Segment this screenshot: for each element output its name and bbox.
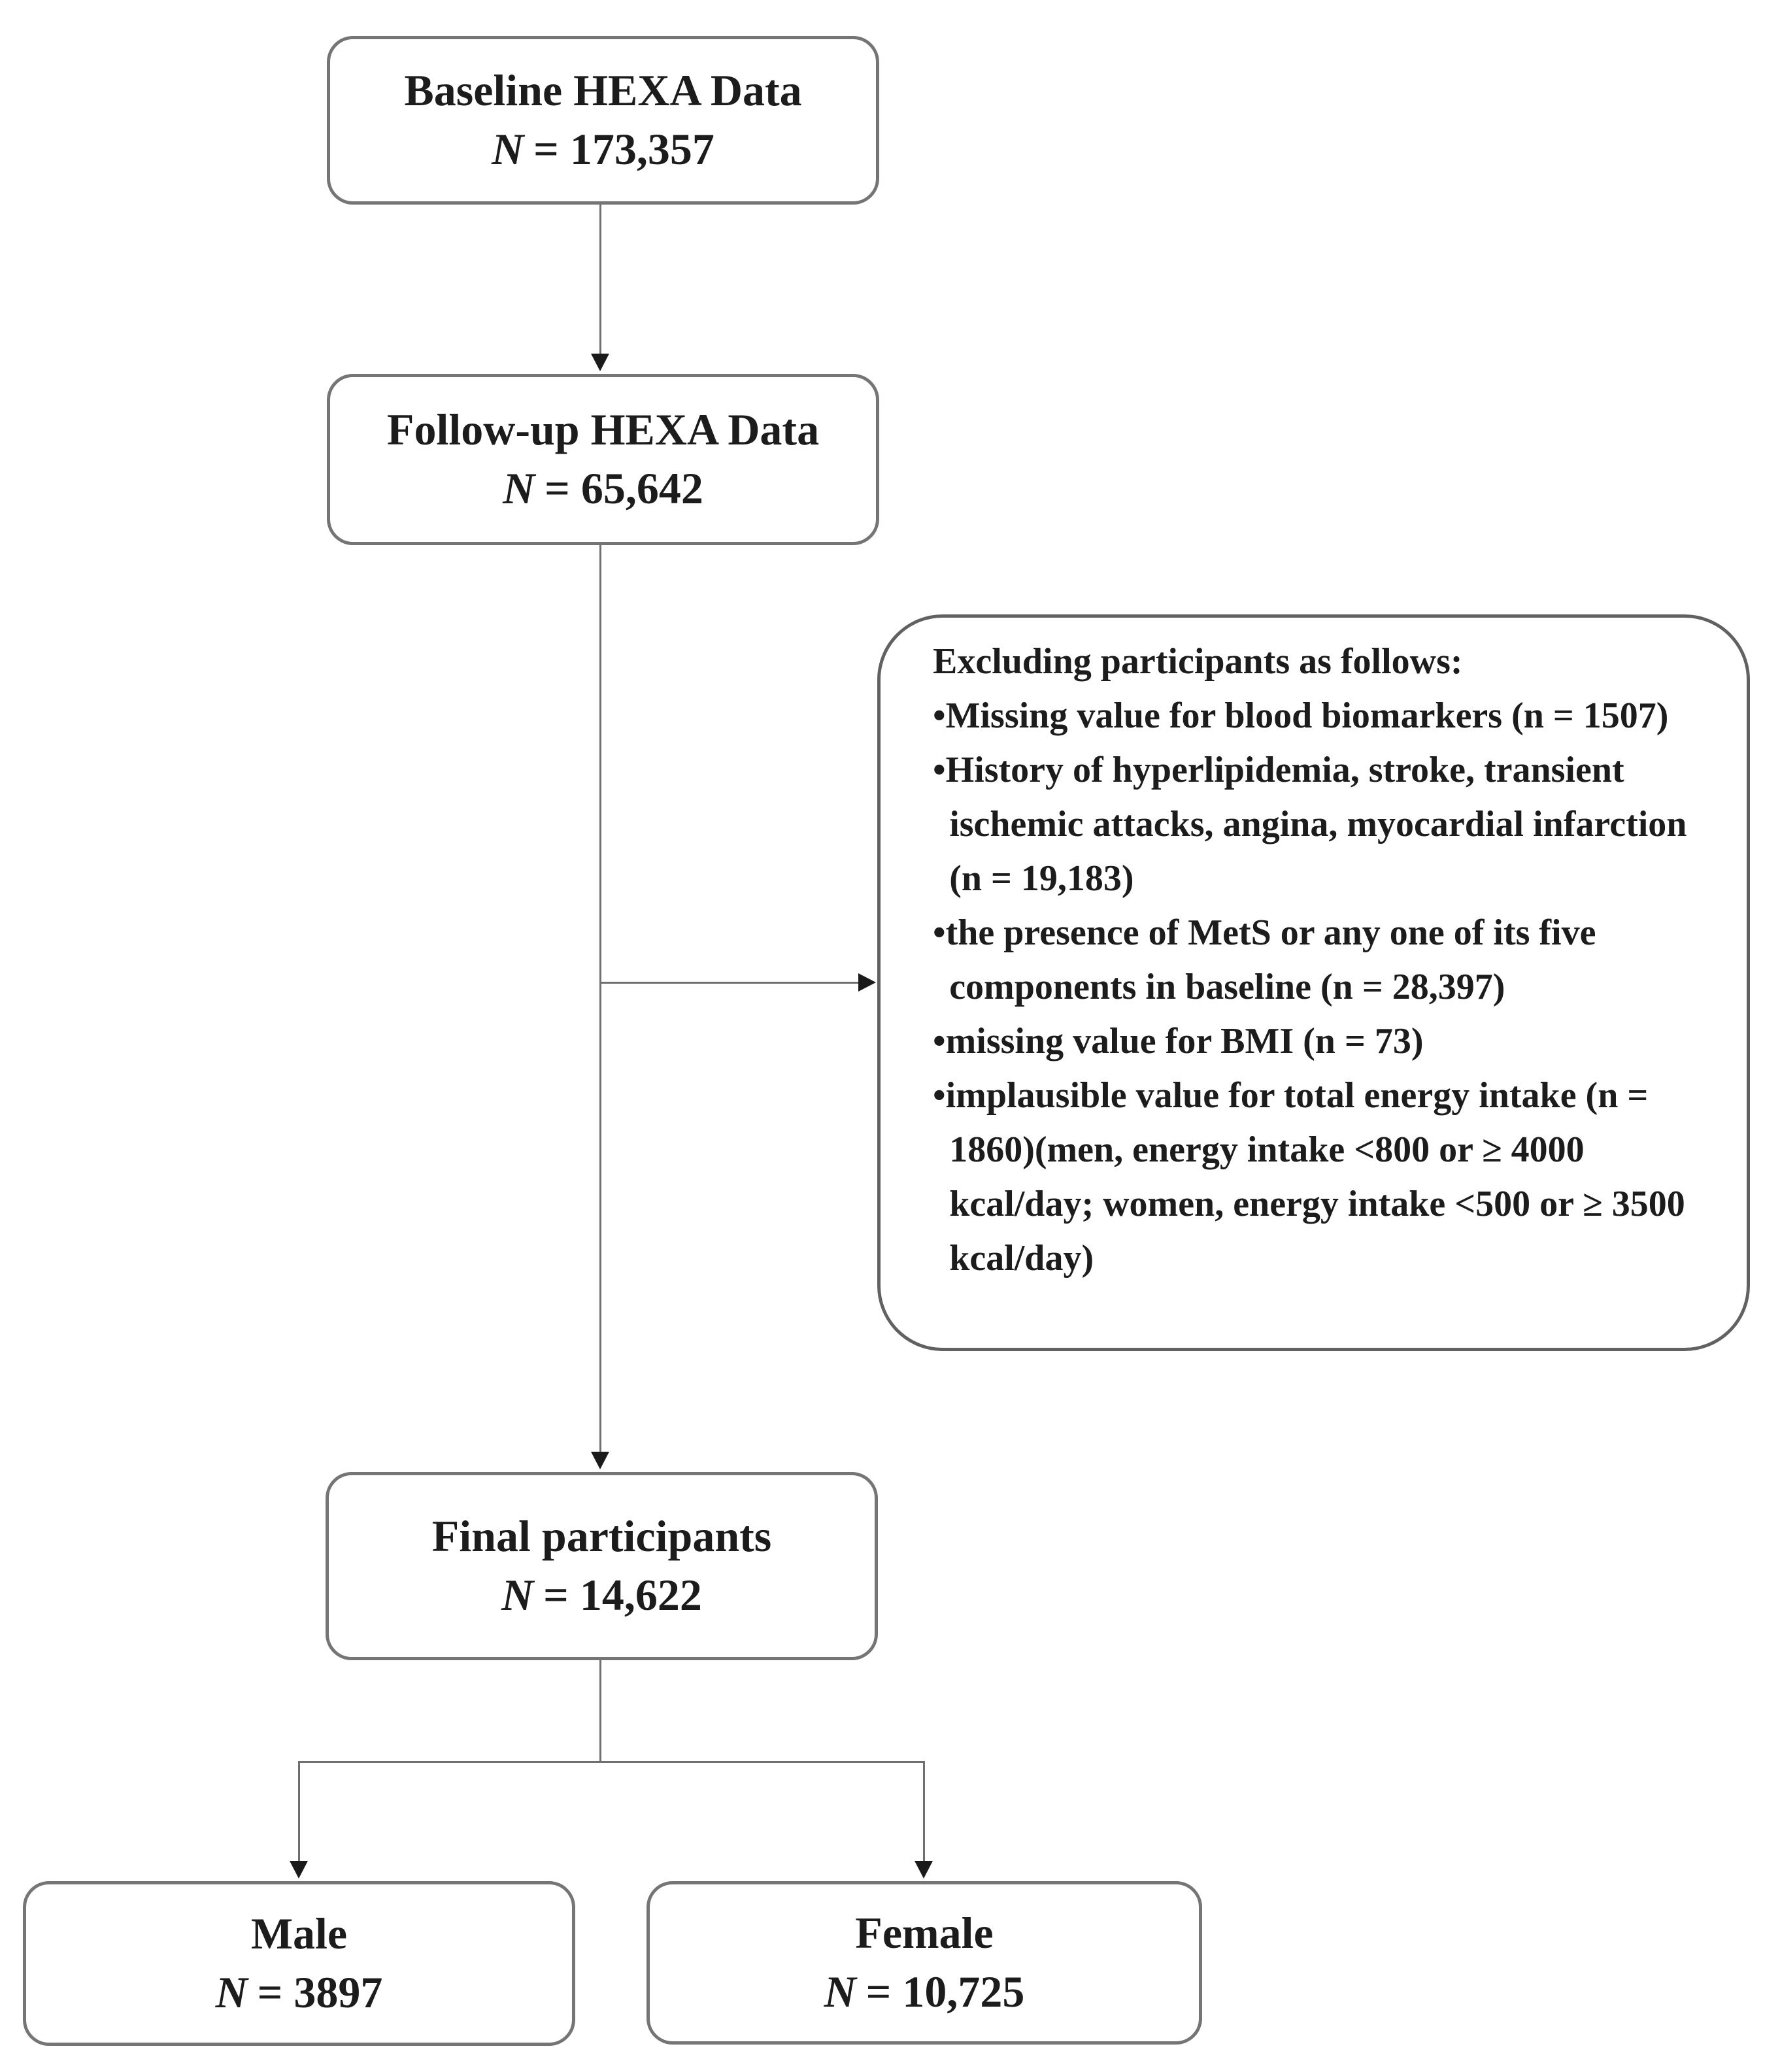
arrowhead-into-male — [290, 1861, 308, 1879]
connector-final-to-split — [599, 1660, 601, 1763]
followup-title: Follow-up HEXA Data — [386, 405, 820, 455]
n-symbol: N — [503, 463, 535, 513]
female-title: Female — [855, 1908, 994, 1958]
exclusion-list: •Missing value for blood biomarkers (n =… — [933, 689, 1717, 1286]
arrowhead-into-followup — [591, 354, 609, 371]
bullet-icon: • — [933, 912, 946, 953]
n-symbol: N — [215, 1967, 248, 2017]
exclusion-item: •missing value for BMI (n = 73) — [933, 1014, 1717, 1069]
male-title: Male — [250, 1909, 348, 1959]
exclusion-item-text: the presence of MetS or any one of its f… — [945, 912, 1596, 1007]
n-symbol: N — [492, 124, 524, 174]
female-count: N= 10,725 — [824, 1963, 1025, 2022]
exclusion-item: •the presence of MetS or any one of its … — [933, 906, 1717, 1014]
connector-followup-to-final — [599, 545, 601, 1452]
bullet-icon: • — [933, 750, 946, 790]
arrowhead-into-exclusion — [858, 973, 876, 992]
exclusion-item-text: missing value for BMI (n = 73) — [945, 1021, 1424, 1061]
final-participants-box: Final participants N= 14,622 — [326, 1472, 878, 1660]
n-value: = 10,725 — [865, 1967, 1025, 2016]
arrowhead-into-female — [915, 1861, 933, 1879]
n-symbol: N — [824, 1967, 856, 2016]
bullet-icon: • — [933, 1075, 946, 1116]
arrowhead-into-final — [591, 1452, 609, 1469]
baseline-title: Baseline HEXA Data — [404, 65, 802, 116]
connector-split-to-male — [298, 1761, 300, 1861]
baseline-box: Baseline HEXA Data N= 173,357 — [327, 36, 879, 205]
bullet-icon: • — [933, 1021, 946, 1061]
exclusion-item: •implausible value for total energy inta… — [933, 1069, 1717, 1286]
exclusion-box: Excluding participants as follows: •Miss… — [877, 614, 1750, 1351]
female-box: Female N= 10,725 — [647, 1881, 1202, 2045]
exclusion-header: Excluding participants as follows: — [933, 641, 1463, 682]
exclusion-item-text: Missing value for blood biomarkers (n = … — [945, 695, 1669, 736]
final-title: Final participants — [431, 1511, 772, 1562]
n-value: = 65,642 — [545, 463, 703, 513]
exclusion-item: •Missing value for blood biomarkers (n =… — [933, 689, 1717, 743]
connector-branch-to-exclusion — [600, 982, 859, 984]
followup-count: N= 65,642 — [503, 460, 703, 518]
n-value: = 3897 — [257, 1967, 383, 2017]
connector-split-bar — [298, 1761, 925, 1763]
male-box: Male N= 3897 — [23, 1881, 575, 2046]
male-count: N= 3897 — [216, 1963, 383, 2022]
n-value: = 14,622 — [543, 1570, 702, 1620]
exclusion-item-text: implausible value for total energy intak… — [945, 1075, 1685, 1278]
n-symbol: N — [501, 1570, 534, 1620]
baseline-count: N= 173,357 — [492, 120, 714, 179]
exclusion-item: •History of hyperlipidemia, stroke, tran… — [933, 743, 1717, 906]
bullet-icon: • — [933, 695, 946, 736]
n-value: = 173,357 — [533, 124, 714, 174]
followup-box: Follow-up HEXA Data N= 65,642 — [327, 374, 879, 545]
final-count: N= 14,622 — [501, 1566, 702, 1625]
connector-baseline-to-followup — [599, 205, 601, 355]
exclusion-item-text: History of hyperlipidemia, stroke, trans… — [945, 750, 1687, 899]
connector-split-to-female — [923, 1761, 925, 1861]
